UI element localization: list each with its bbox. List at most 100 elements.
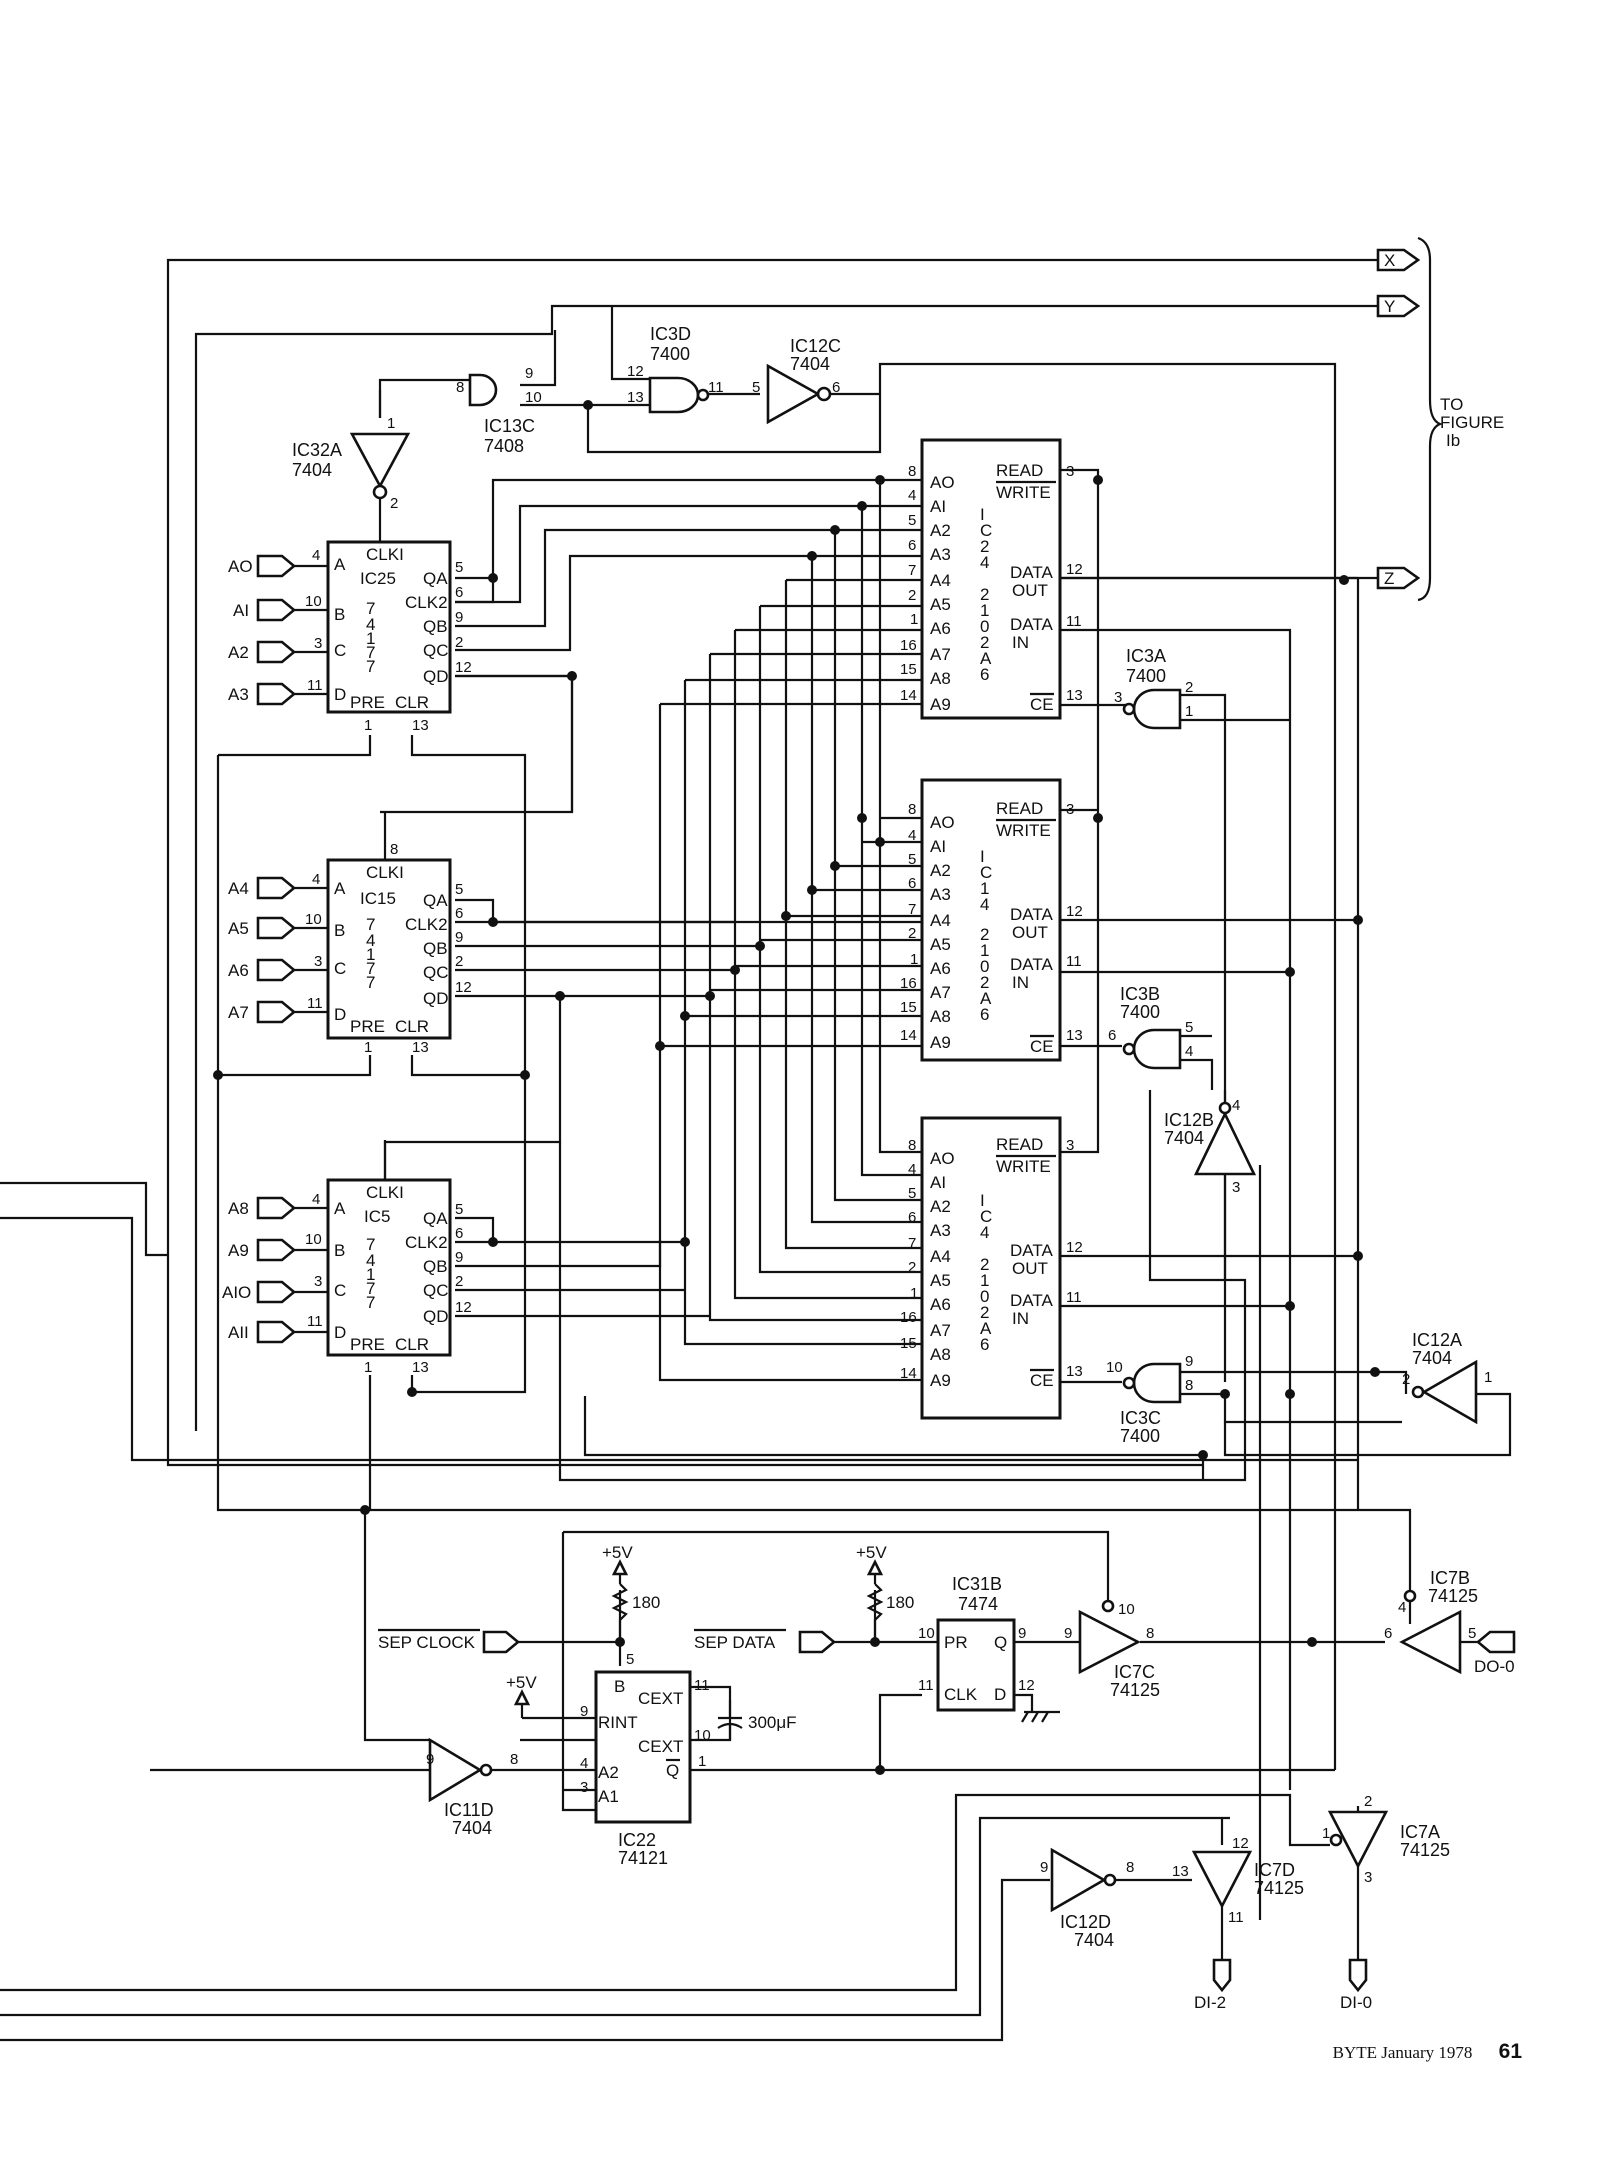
svg-text:2: 2	[980, 925, 989, 944]
svg-text:13: 13	[412, 1039, 429, 1056]
svg-text:OUT: OUT	[1012, 923, 1048, 942]
svg-text:6: 6	[980, 1005, 989, 1024]
svg-text:12: 12	[1066, 903, 1083, 920]
svg-text:5: 5	[455, 1201, 463, 1218]
svg-text:7404: 7404	[1074, 1930, 1114, 1950]
svg-text:6: 6	[455, 584, 463, 601]
svg-text:D: D	[334, 1323, 346, 1342]
svg-text:1: 1	[364, 1359, 372, 1376]
svg-text:CLKI: CLKI	[366, 545, 404, 564]
svg-text:4: 4	[1185, 1043, 1193, 1060]
svg-text:DATA: DATA	[1010, 1241, 1053, 1260]
svg-text:7400: 7400	[1126, 666, 1166, 686]
address-inputs: AO AI A2 A3 A4 A5 A6 A7 A8 A9 AIO AII	[222, 554, 328, 1344]
svg-text:2: 2	[980, 1255, 989, 1274]
svg-text:6: 6	[455, 1225, 463, 1242]
svg-text:5: 5	[908, 851, 916, 868]
svg-text:CLKI: CLKI	[366, 1183, 404, 1202]
svg-text:2: 2	[455, 953, 463, 970]
svg-text:A6: A6	[930, 959, 951, 978]
svg-text:5: 5	[908, 512, 916, 529]
gate-ic3b: 6 5 4 IC3B 7400	[1108, 984, 1193, 1070]
output-x: X	[1376, 248, 1421, 272]
svg-text:1: 1	[366, 1265, 375, 1284]
svg-text:CLK: CLK	[944, 1685, 978, 1704]
svg-text:11: 11	[1066, 1289, 1082, 1306]
svg-text:13: 13	[412, 1359, 429, 1376]
svg-text:4: 4	[580, 1755, 588, 1772]
svg-text:DATA: DATA	[1010, 955, 1053, 974]
svg-text:12: 12	[1066, 1239, 1083, 1256]
chip-ic5: CLKI IC5 7 4 1 7 7 QA CLK2 QB QC QD PRE …	[305, 1178, 472, 1376]
journal-name: BYTE	[1332, 2043, 1378, 2062]
svg-text:1: 1	[980, 879, 989, 898]
svg-text:11: 11	[1228, 1909, 1244, 1926]
svg-text:2: 2	[980, 1303, 989, 1322]
svg-text:A8: A8	[930, 1007, 951, 1026]
svg-text:QD: QD	[423, 1307, 449, 1326]
svg-text:A8: A8	[228, 1199, 249, 1218]
svg-text:2: 2	[908, 1259, 916, 1276]
svg-text:AO: AO	[930, 813, 955, 832]
svg-text:IC11D: IC11D	[444, 1800, 494, 1820]
svg-text:11: 11	[307, 1313, 323, 1330]
svg-text:7: 7	[908, 901, 916, 918]
svg-text:PRE: PRE	[350, 1335, 385, 1354]
svg-text:A7: A7	[228, 1003, 249, 1022]
svg-text:Y: Y	[1384, 297, 1395, 316]
svg-text:QA: QA	[423, 569, 448, 588]
svg-text:4: 4	[980, 1223, 989, 1242]
svg-text:A: A	[980, 649, 992, 668]
svg-text:9: 9	[455, 929, 463, 946]
svg-text:7400: 7400	[1120, 1002, 1160, 1022]
svg-text:1: 1	[980, 941, 989, 960]
svg-text:14: 14	[900, 1027, 917, 1044]
svg-text:A5: A5	[930, 1271, 951, 1290]
ic3d-part: 7400	[650, 344, 690, 364]
svg-text:READ: READ	[996, 461, 1043, 480]
svg-text:C: C	[334, 959, 346, 978]
gate-ic12c: 5 6 IC12C 7404	[752, 336, 841, 425]
svg-text:16: 16	[900, 975, 917, 992]
svg-text:7404: 7404	[452, 1818, 492, 1838]
svg-text:A: A	[334, 555, 346, 574]
svg-text:13: 13	[412, 717, 429, 734]
gate-ic32a: 1 2 IC32A 7404	[292, 415, 411, 512]
svg-text:7: 7	[366, 1293, 375, 1312]
svg-text:X: X	[1384, 251, 1395, 270]
svg-text:4: 4	[980, 553, 989, 572]
svg-text:74125: 74125	[1110, 1680, 1160, 1700]
svg-text:WRITE: WRITE	[996, 821, 1051, 840]
svg-text:1: 1	[1322, 1825, 1330, 1842]
input-a2: A2	[228, 640, 328, 664]
svg-text:10: 10	[305, 911, 322, 928]
svg-text:AO: AO	[228, 557, 253, 576]
svg-text:DI-0: DI-0	[1340, 1993, 1372, 2012]
ic32a-pin-in: 1	[387, 415, 395, 432]
svg-text:180: 180	[632, 1593, 660, 1612]
wiring	[0, 236, 1512, 2042]
capacitor-300uf: 300μF	[717, 1700, 797, 1740]
svg-text:A7: A7	[930, 645, 951, 664]
svg-text:IC3A: IC3A	[1126, 646, 1166, 666]
svg-text:CLR: CLR	[395, 1335, 429, 1354]
svg-text:7: 7	[366, 1235, 375, 1254]
svg-text:Z: Z	[1384, 569, 1394, 588]
ic3d-pin-in1: 12	[627, 363, 644, 380]
svg-text:A2: A2	[930, 1197, 951, 1216]
svg-text:+5V: +5V	[506, 1673, 537, 1692]
svg-text:6: 6	[980, 665, 989, 684]
svg-text:11: 11	[307, 677, 323, 694]
svg-text:I: I	[980, 1191, 985, 1210]
output-y: Y	[1376, 294, 1421, 318]
svg-text:IC3C: IC3C	[1120, 1408, 1161, 1428]
svg-text:IC5: IC5	[364, 1207, 390, 1226]
svg-text:OUT: OUT	[1012, 581, 1048, 600]
svg-text:A3: A3	[930, 885, 951, 904]
svg-text:A4: A4	[930, 911, 951, 930]
gate-ic7a: 2 1 3 IC7A 74125	[1322, 1793, 1450, 1886]
svg-text:C: C	[980, 863, 992, 882]
svg-text:C: C	[980, 521, 992, 540]
svg-text:A: A	[334, 879, 346, 898]
svg-text:A4: A4	[930, 571, 951, 590]
